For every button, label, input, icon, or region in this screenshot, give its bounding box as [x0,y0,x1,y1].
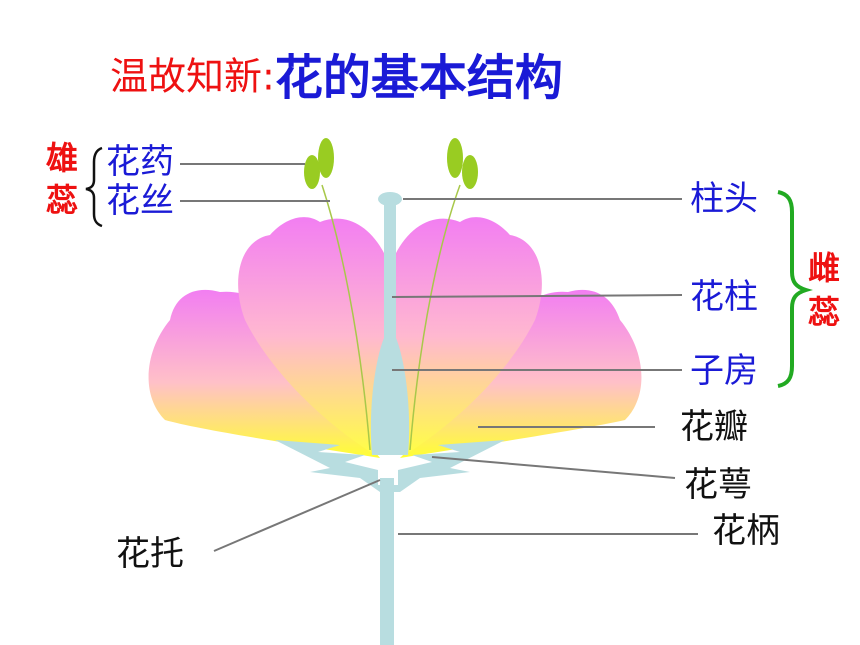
label-ovary: 子房 [690,351,758,391]
petal-outer-left [148,289,380,458]
label-petal: 花瓣 [680,407,748,447]
pedicel-stem [380,478,394,645]
filament-left [321,184,371,451]
label-sepal: 花萼 [684,465,752,505]
petal-inner-right [392,217,542,455]
pistil-group-char-1: 雌 [808,249,841,287]
petal-outer-right [400,289,642,458]
petal-inner-left [238,217,388,455]
anther-right-b [462,155,478,189]
anther-left-b [318,138,334,178]
leader-receptacle [213,479,381,552]
pistil-group-char-2: 蕊 [808,293,841,331]
leader-sepal [431,456,676,479]
label-filament: 花丝 [106,181,174,221]
label-pedicel: 花柄 [712,511,780,551]
anther-left-a [304,155,320,189]
label-stigma: 柱头 [690,179,758,219]
sepal [275,440,505,492]
pistil-bracket [777,190,813,388]
filament-right [409,184,461,451]
ovary [370,338,410,455]
style [384,200,396,345]
anther-right-a [447,138,463,178]
page-title: 温故知新:花的基本结构 [110,38,563,108]
stamen-group-char-1: 雄 [46,139,79,177]
label-receptacle: 花托 [116,534,184,574]
title-prefix: 温故知新: [110,54,275,99]
label-style: 花柱 [690,277,758,317]
title-main: 花的基本结构 [274,50,563,106]
leader-style [391,294,683,298]
stamen-bracket [85,146,103,228]
label-anther: 花药 [106,142,174,182]
stigma [378,192,402,206]
stamen-group-char-2: 蕊 [46,181,79,219]
